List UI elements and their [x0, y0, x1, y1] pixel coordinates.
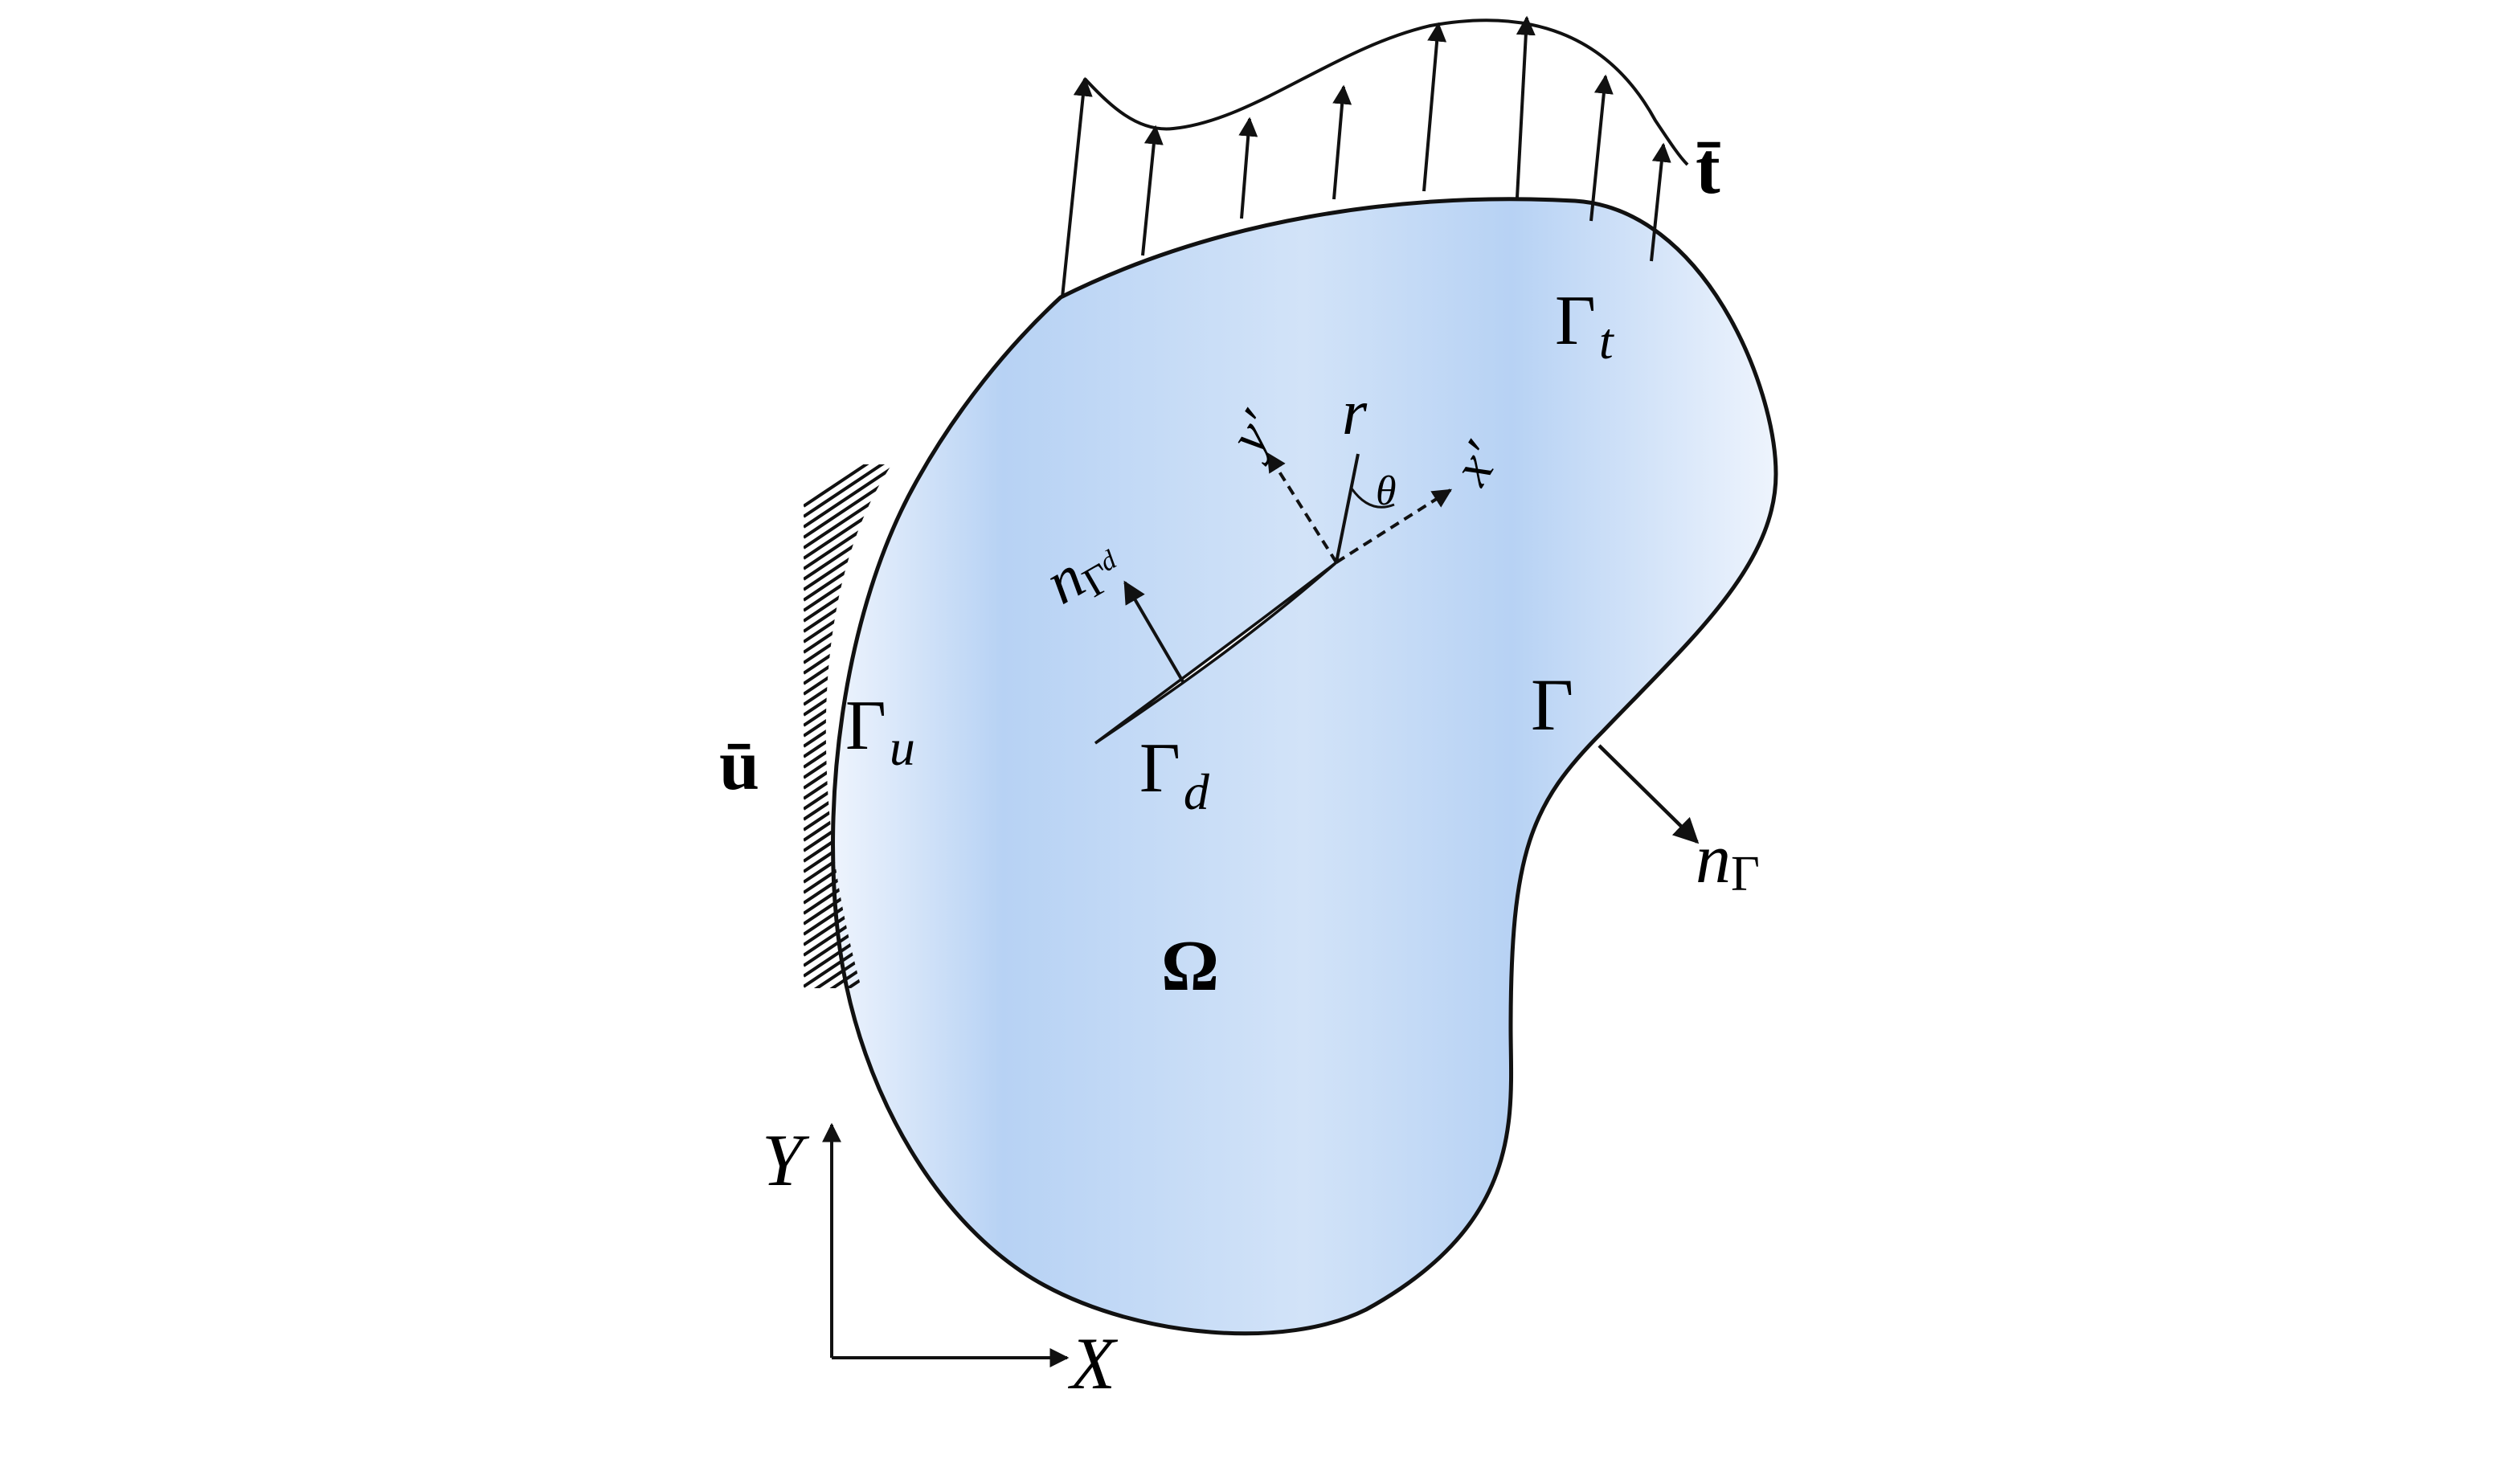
- gamma-label: Γ: [1531, 664, 1573, 746]
- domain-body: [831, 197, 1778, 1336]
- hatch-line: [804, 464, 892, 508]
- traction-arrow: [1516, 15, 1536, 198]
- traction-arrow: [1422, 22, 1447, 192]
- traction-arrow: [1061, 76, 1093, 298]
- omega-label: Ω: [1161, 926, 1219, 1006]
- theta-angle-arc: [1350, 488, 1395, 509]
- traction-load-curve: [1083, 18, 1689, 166]
- traction-label: t̄: [1696, 127, 1720, 209]
- traction-arrow: [1650, 142, 1671, 262]
- n-gamma-label: nΓ: [1696, 820, 1760, 901]
- displacement-label: ū: [719, 725, 759, 805]
- traction-arrow: [1589, 74, 1614, 222]
- y-axis-label: Y: [762, 1119, 810, 1201]
- gamma-t-label: Γt: [1555, 282, 1615, 370]
- x-axis-label: X: [1067, 1322, 1119, 1404]
- gamma-d-label: Γd: [1139, 730, 1210, 820]
- hatch-line: [804, 464, 892, 529]
- radius-r-line: [1335, 453, 1360, 563]
- y-prime-axis: [1266, 452, 1338, 564]
- hatch-line: [804, 464, 892, 518]
- crack-normal-arrow: [1123, 580, 1185, 685]
- theta-label: θ: [1376, 468, 1397, 514]
- r-label: r: [1342, 378, 1368, 448]
- x-prime-axis: [1335, 488, 1453, 564]
- traction-arrow: [1332, 84, 1352, 200]
- traction-arrows: [1061, 15, 1671, 298]
- boundary-normal-arrow: [1598, 744, 1700, 844]
- gamma-u-label: Γu: [845, 687, 915, 776]
- traction-arrow: [1141, 125, 1164, 256]
- traction-arrow: [1238, 116, 1258, 219]
